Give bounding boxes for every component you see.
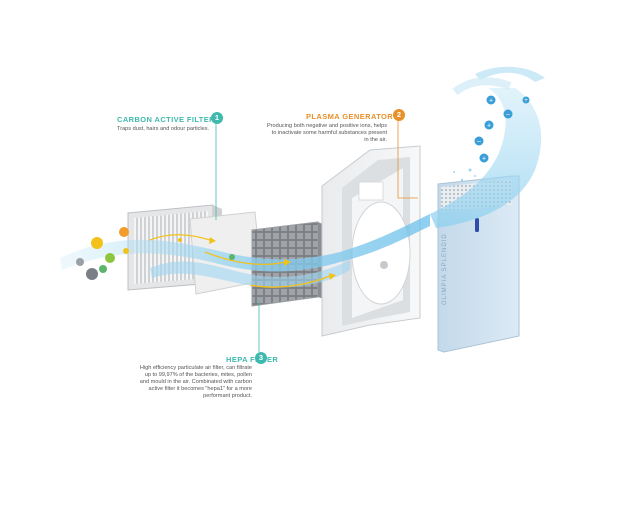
ion-symbol: + — [489, 98, 493, 105]
flow-arrow-head — [209, 237, 216, 244]
pollutant-particles — [76, 227, 235, 280]
purifier-case — [321, 145, 421, 337]
plasma-leader-line — [397, 120, 418, 199]
ion-symbol: + — [524, 98, 528, 104]
leader-lines — [215, 120, 418, 352]
dust-particle-icon — [76, 258, 84, 266]
airflow-arrows — [149, 234, 336, 288]
flow-arrow-head — [284, 259, 291, 266]
flow-arrow — [204, 251, 286, 266]
ion-symbol: – — [477, 139, 481, 146]
ion-bubble-icon — [474, 136, 484, 146]
bacteria-particle-icon — [99, 265, 107, 273]
pollen-particle-icon — [119, 227, 129, 237]
carbon-filter-description: Traps dust, hairs and odour particles. — [117, 126, 210, 132]
ion-bubble-icon — [522, 96, 530, 104]
plasma-generator-number-badge: 2 — [393, 109, 405, 121]
flow-arrow — [249, 275, 331, 288]
airflow-stream — [60, 66, 545, 288]
product-label: OLIMPIA SPLENDID — [442, 233, 448, 305]
pollen-particle-icon — [91, 237, 103, 249]
pollen-particle-icon — [178, 238, 182, 242]
dust-particle-icon — [86, 268, 98, 280]
ion-bubble-icon — [503, 109, 513, 119]
carbon-filter-title: CARBON ACTIVE FILTER — [117, 115, 215, 124]
plasma-generator-title: PLASMA GENERATOR — [306, 112, 394, 121]
ion-symbol: – — [506, 112, 510, 119]
hepa-filter-number-badge: 3 — [255, 352, 267, 364]
ion-bubble-icon — [484, 120, 494, 130]
flow-arrow — [149, 234, 211, 241]
plasma-generator-description: Producing both negative and positive ion… — [266, 123, 387, 143]
ion-symbol: + — [482, 156, 486, 163]
carbon-filter-number-badge: 1 — [211, 112, 223, 124]
bacteria-particle-icon — [229, 254, 235, 260]
flow-arrow-head — [329, 273, 336, 280]
hepa-filter-description: High efficiency particulate air filter, … — [139, 365, 252, 399]
mould-particle-icon — [105, 253, 115, 263]
ion-symbol: + — [487, 123, 491, 130]
pollen-particle-icon — [123, 248, 129, 254]
ion-bubbles: + – + – + + — [453, 95, 530, 182]
ion-bubble-icon — [486, 95, 496, 105]
hepa-filter-title: HEPA FILTER — [226, 355, 279, 364]
ion-bubble-icon — [479, 153, 489, 163]
